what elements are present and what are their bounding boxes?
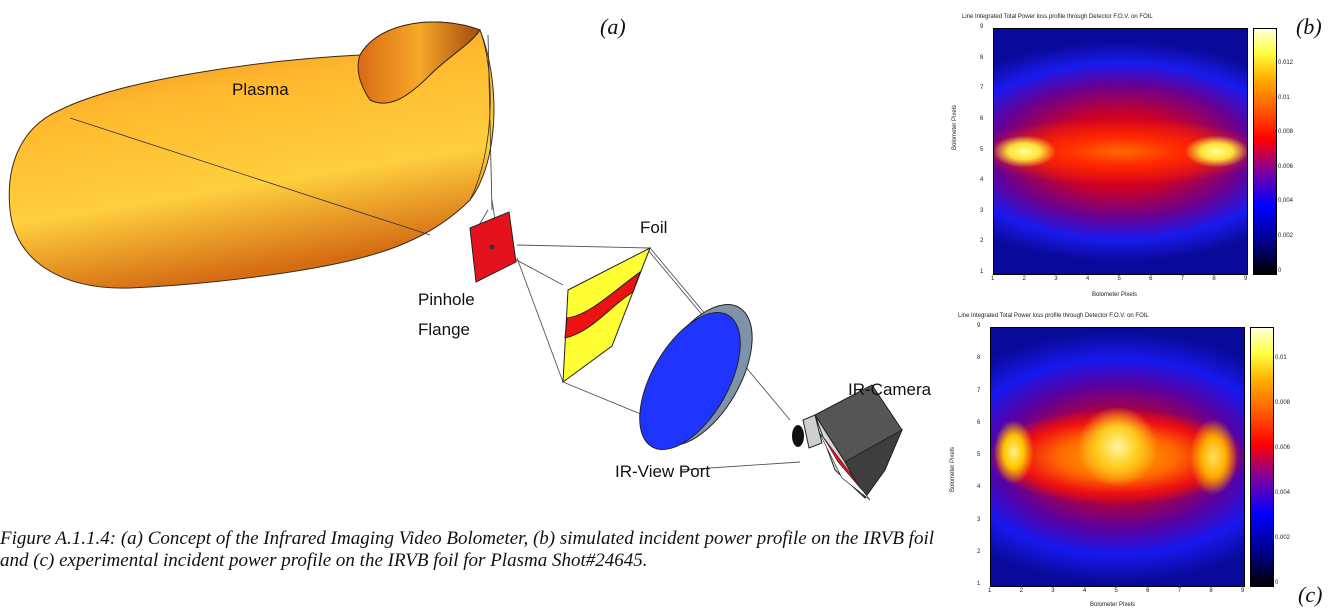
chart-b-ytick: 3 bbox=[980, 207, 984, 214]
ir-view-port bbox=[639, 304, 753, 451]
chart-c-xtick: 9 bbox=[1241, 588, 1245, 594]
chart-b-yticks: 1 2 3 4 5 6 7 8 9 bbox=[980, 24, 990, 275]
colorbar-b-tick-4: 0.008 bbox=[1278, 129, 1294, 135]
chart-b-xlabel: Bolometer Pixels bbox=[1092, 292, 1138, 298]
heatmap-b bbox=[993, 28, 1248, 275]
heatmap-c bbox=[990, 327, 1245, 587]
chart-c-xtick: 1 bbox=[988, 588, 992, 594]
colorbar-c bbox=[1250, 327, 1274, 587]
chart-c-xtick: 8 bbox=[1209, 588, 1213, 594]
chart-b-ytick: 9 bbox=[980, 24, 984, 30]
colorbar-b bbox=[1253, 28, 1277, 275]
ir-camera bbox=[792, 384, 904, 501]
chart-b-xtick: 1 bbox=[991, 276, 995, 282]
colorbar-b-tick-2: 0.004 bbox=[1278, 198, 1294, 204]
colorbar-b-tick-3: 0.006 bbox=[1278, 164, 1294, 170]
colorbar-b-tick-1: 0.002 bbox=[1278, 233, 1294, 239]
chart-b-xtick: 2 bbox=[1022, 276, 1026, 282]
chart-b-ytick: 6 bbox=[980, 115, 984, 122]
panel-label-c: (c) bbox=[1298, 582, 1323, 607]
chart-c-ytick: 3 bbox=[977, 516, 981, 523]
colorbar-c-tick-0: 0 bbox=[1275, 580, 1279, 586]
chart-b-xticks: 1 2 3 4 5 6 7 8 9 bbox=[991, 276, 1248, 286]
chart-b-title: Line Integrated Total Power loss profile… bbox=[962, 14, 1153, 20]
chart-b-xtick: 7 bbox=[1180, 276, 1185, 282]
chart-c-ytick: 6 bbox=[977, 419, 981, 426]
label-pinhole: Pinhole bbox=[418, 290, 475, 309]
chart-b-ytick: 2 bbox=[980, 238, 984, 245]
chart-b-ytick: 5 bbox=[980, 146, 984, 153]
colorbar-b-tick-6: 0.012 bbox=[1278, 60, 1294, 66]
colorbar-c-tick-5: 0.01 bbox=[1275, 355, 1287, 361]
label-ir-camera: IR-Camera bbox=[848, 380, 932, 399]
label-foil: Foil bbox=[640, 218, 668, 237]
colorbar-b-tick-5: 0.01 bbox=[1278, 95, 1290, 101]
colorbar-c-tick-3: 0.006 bbox=[1275, 445, 1291, 451]
chart-b-xtick: 4 bbox=[1085, 276, 1090, 282]
chart-b-xtick: 5 bbox=[1117, 276, 1121, 282]
pinhole-flange bbox=[469, 211, 517, 283]
chart-b-ylabel: Bolometer Pixels bbox=[952, 104, 958, 150]
chart-b-xtick: 9 bbox=[1244, 276, 1248, 282]
label-plasma: Plasma bbox=[232, 80, 289, 99]
colorbar-c-tick-1: 0.002 bbox=[1275, 535, 1291, 541]
chart-c-ytick: 4 bbox=[977, 484, 981, 491]
panel-label-b: (b) bbox=[1296, 14, 1322, 39]
colorbar-c-tick-4: 0.008 bbox=[1275, 400, 1291, 406]
foil bbox=[562, 246, 651, 384]
plasma-shape bbox=[8, 21, 495, 289]
chart-c-xtick: 5 bbox=[1114, 588, 1118, 594]
chart-c-ytick: 7 bbox=[977, 387, 981, 394]
chart-b-xtick: 6 bbox=[1149, 276, 1153, 282]
chart-b-xtick: 3 bbox=[1054, 276, 1058, 282]
chart-c-ylabel: Bolometer Pixels bbox=[950, 446, 956, 492]
chart-c-title: Line Integrated Total Power loss profile… bbox=[958, 313, 1149, 319]
chart-c-xtick: 3 bbox=[1051, 588, 1055, 594]
chart-b-ytick: 8 bbox=[980, 54, 984, 61]
figure-caption: Figure A.1.1.4: (a) Concept of the Infra… bbox=[0, 528, 935, 571]
chart-c-xtick: 6 bbox=[1146, 588, 1150, 594]
chart-c-xticks: 1 2 3 4 5 6 7 8 9 bbox=[988, 588, 1245, 598]
panel-label-a: (a) bbox=[600, 14, 626, 39]
chart-c-xtick: 2 bbox=[1019, 588, 1023, 594]
chart-b-ytick: 1 bbox=[980, 269, 984, 275]
chart-c-ytick: 5 bbox=[977, 452, 981, 458]
chart-c-xtick: 4 bbox=[1082, 588, 1087, 594]
chart-c-yticks: 1 2 3 4 5 6 7 8 9 bbox=[977, 323, 987, 587]
chart-c-ytick: 1 bbox=[977, 581, 981, 587]
chart-c-ytick: 9 bbox=[977, 323, 981, 329]
irvb-concept-diagram bbox=[8, 21, 904, 501]
chart-b-xtick: 8 bbox=[1212, 276, 1216, 282]
chart-c-xtick: 7 bbox=[1177, 588, 1182, 594]
label-flange: Flange bbox=[418, 320, 470, 339]
colorbar-c-tick-2: 0.004 bbox=[1275, 490, 1291, 496]
chart-b-ytick: 4 bbox=[980, 177, 984, 184]
chart-c-ytick: 8 bbox=[977, 355, 981, 362]
chart-c-ytick: 2 bbox=[977, 548, 981, 555]
chart-b-ytick: 7 bbox=[980, 85, 984, 92]
chart-c-xlabel: Bolometer Pixels bbox=[1090, 602, 1136, 608]
label-ir-view-port: IR-View Port bbox=[615, 462, 711, 481]
colorbar-b-tick-0: 0 bbox=[1278, 268, 1282, 274]
